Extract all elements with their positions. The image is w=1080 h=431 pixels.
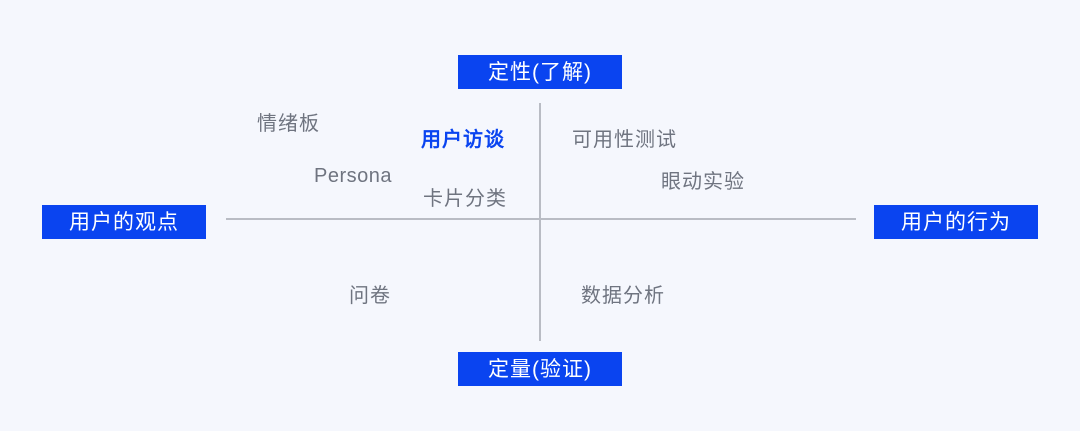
horizontal-axis-line xyxy=(226,218,856,220)
method-label-data-analysis: 数据分析 xyxy=(581,285,665,307)
axis-label-attitudinal-left: 用户的观点 xyxy=(42,205,206,239)
axis-label-qualitative-top: 定性(了解) xyxy=(458,55,622,89)
method-label-usability-testing: 可用性测试 xyxy=(572,129,677,151)
axis-label-quantitative-bottom: 定量(验证) xyxy=(458,352,622,386)
method-label-eye-tracking: 眼动实验 xyxy=(661,171,745,193)
method-label-persona: Persona xyxy=(314,165,392,187)
method-label-questionnaire: 问卷 xyxy=(349,285,391,307)
method-label-moodboard: 情绪板 xyxy=(257,113,320,135)
vertical-axis-line xyxy=(539,103,541,341)
method-label-card-sorting: 卡片分类 xyxy=(423,188,507,210)
method-label-user-interview: 用户访谈 xyxy=(421,129,505,151)
axis-label-behavioral-right: 用户的行为 xyxy=(874,205,1038,239)
